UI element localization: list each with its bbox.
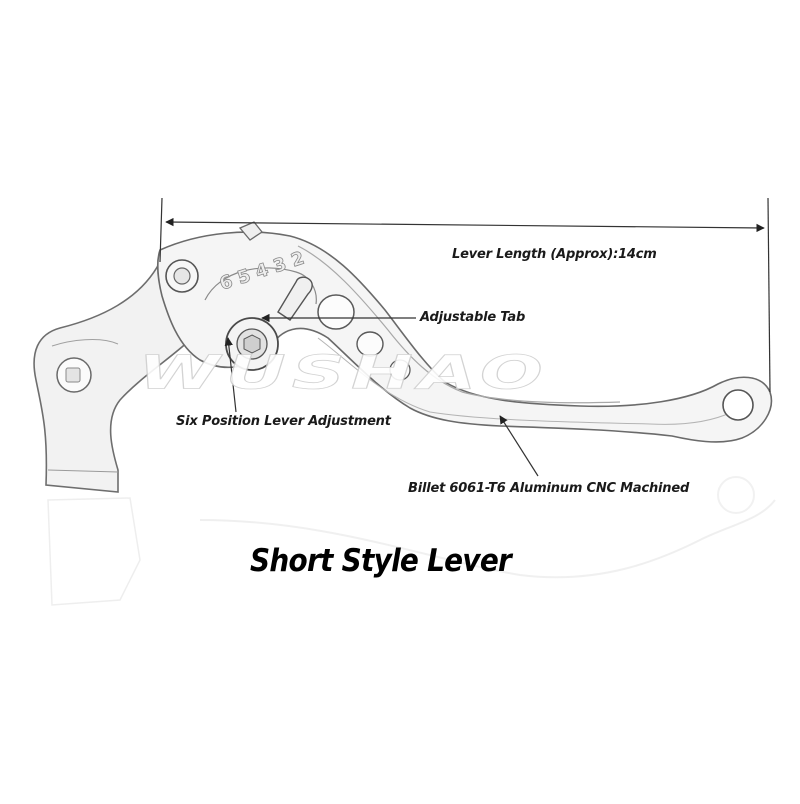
adjustable-tab-label: Adjustable Tab (420, 310, 526, 325)
watermark: WUSHAO (137, 346, 549, 400)
lever-hole-3 (389, 359, 411, 381)
six-position-arrow (224, 337, 237, 413)
dimension-tick-left (159, 197, 163, 263)
dimension-tick-right (767, 197, 771, 393)
billet-arrow (499, 415, 539, 477)
lever-tip-hole (722, 389, 754, 421)
adjustable-tab-knob (277, 276, 313, 321)
six-position-label: Six Position Lever Adjustment (176, 414, 391, 429)
lever-hole-2 (356, 331, 384, 357)
billet-label: Billet 6061-T6 Aluminum CNC Machined (408, 481, 690, 496)
dimension-arrow (165, 217, 765, 233)
lever-hole-1 (317, 294, 355, 330)
page-title: Short Style Lever (250, 543, 512, 579)
lever-length-label: Lever Length (Approx):14cm (452, 247, 657, 262)
lever-reflection (47, 476, 776, 606)
